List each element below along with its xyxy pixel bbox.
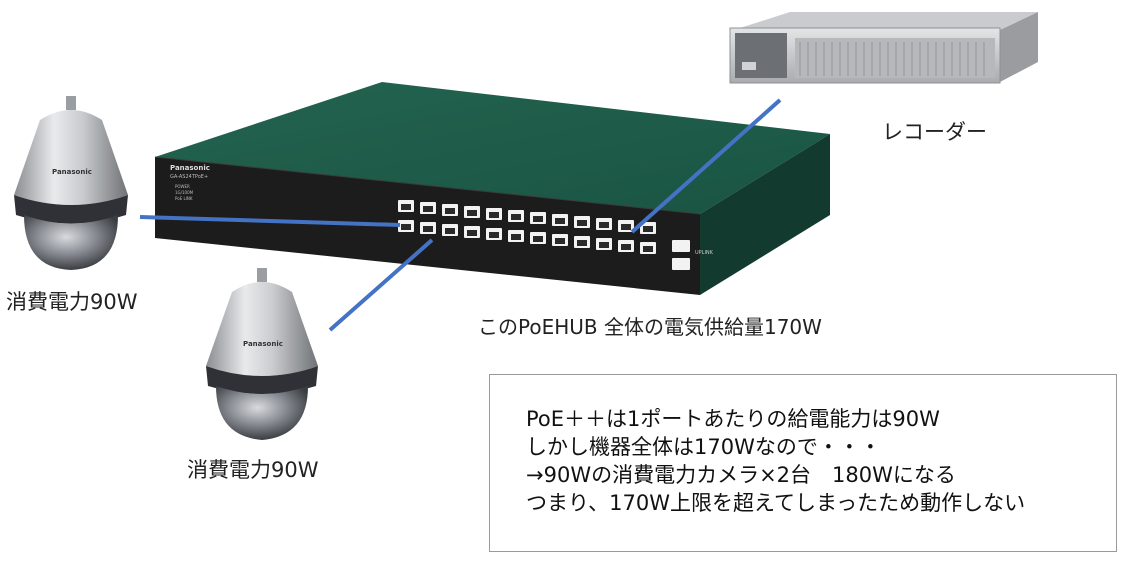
led-label: 1G/100M — [175, 190, 194, 195]
explanation-box: PoE＋＋は1ポートあたりの給電能力は90W しかし機器全体は170Wなので・・… — [489, 374, 1117, 552]
cables — [139, 98, 782, 332]
led-label: POWER — [175, 184, 190, 189]
recorder-label: レコーダー — [882, 120, 987, 144]
note-line-4: つまり、170W上限を超えてしまったため動作しない — [526, 491, 1026, 515]
note-line-3: →90Wの消費電力カメラ×2台 180Wになる — [526, 463, 956, 487]
camera2-brand-text: Panasonic — [243, 340, 283, 348]
camera-1 — [14, 96, 128, 270]
camera1-brand-text: Panasonic — [52, 168, 92, 176]
switch-led-labels: POWER 1G/100M PoE LINK — [175, 184, 193, 202]
cable-recorder — [630, 98, 782, 234]
camera1-power-label: 消費電力90W — [6, 290, 138, 314]
hub-total-label: このPoEHUB 全体の電気供給量170W — [478, 315, 822, 339]
note-line-2: しかし機器全体は170Wなので・・・ — [526, 435, 881, 459]
uplink-label: UPLINK — [695, 250, 713, 256]
poe-switch — [154, 82, 830, 295]
switch-brand-text: Panasonic — [170, 164, 210, 172]
led-label: PoE LINK — [175, 196, 193, 201]
cable-camera2 — [328, 238, 434, 332]
camera-2 — [206, 268, 318, 440]
note-line-1: PoE＋＋は1ポートあたりの給電能力は90W — [526, 407, 940, 431]
switch-model-text: GA-AS24TPoE+ — [170, 174, 209, 180]
cable-camera1 — [139, 215, 401, 227]
recorder-device — [729, 12, 1038, 84]
camera2-power-label: 消費電力90W — [187, 458, 319, 482]
